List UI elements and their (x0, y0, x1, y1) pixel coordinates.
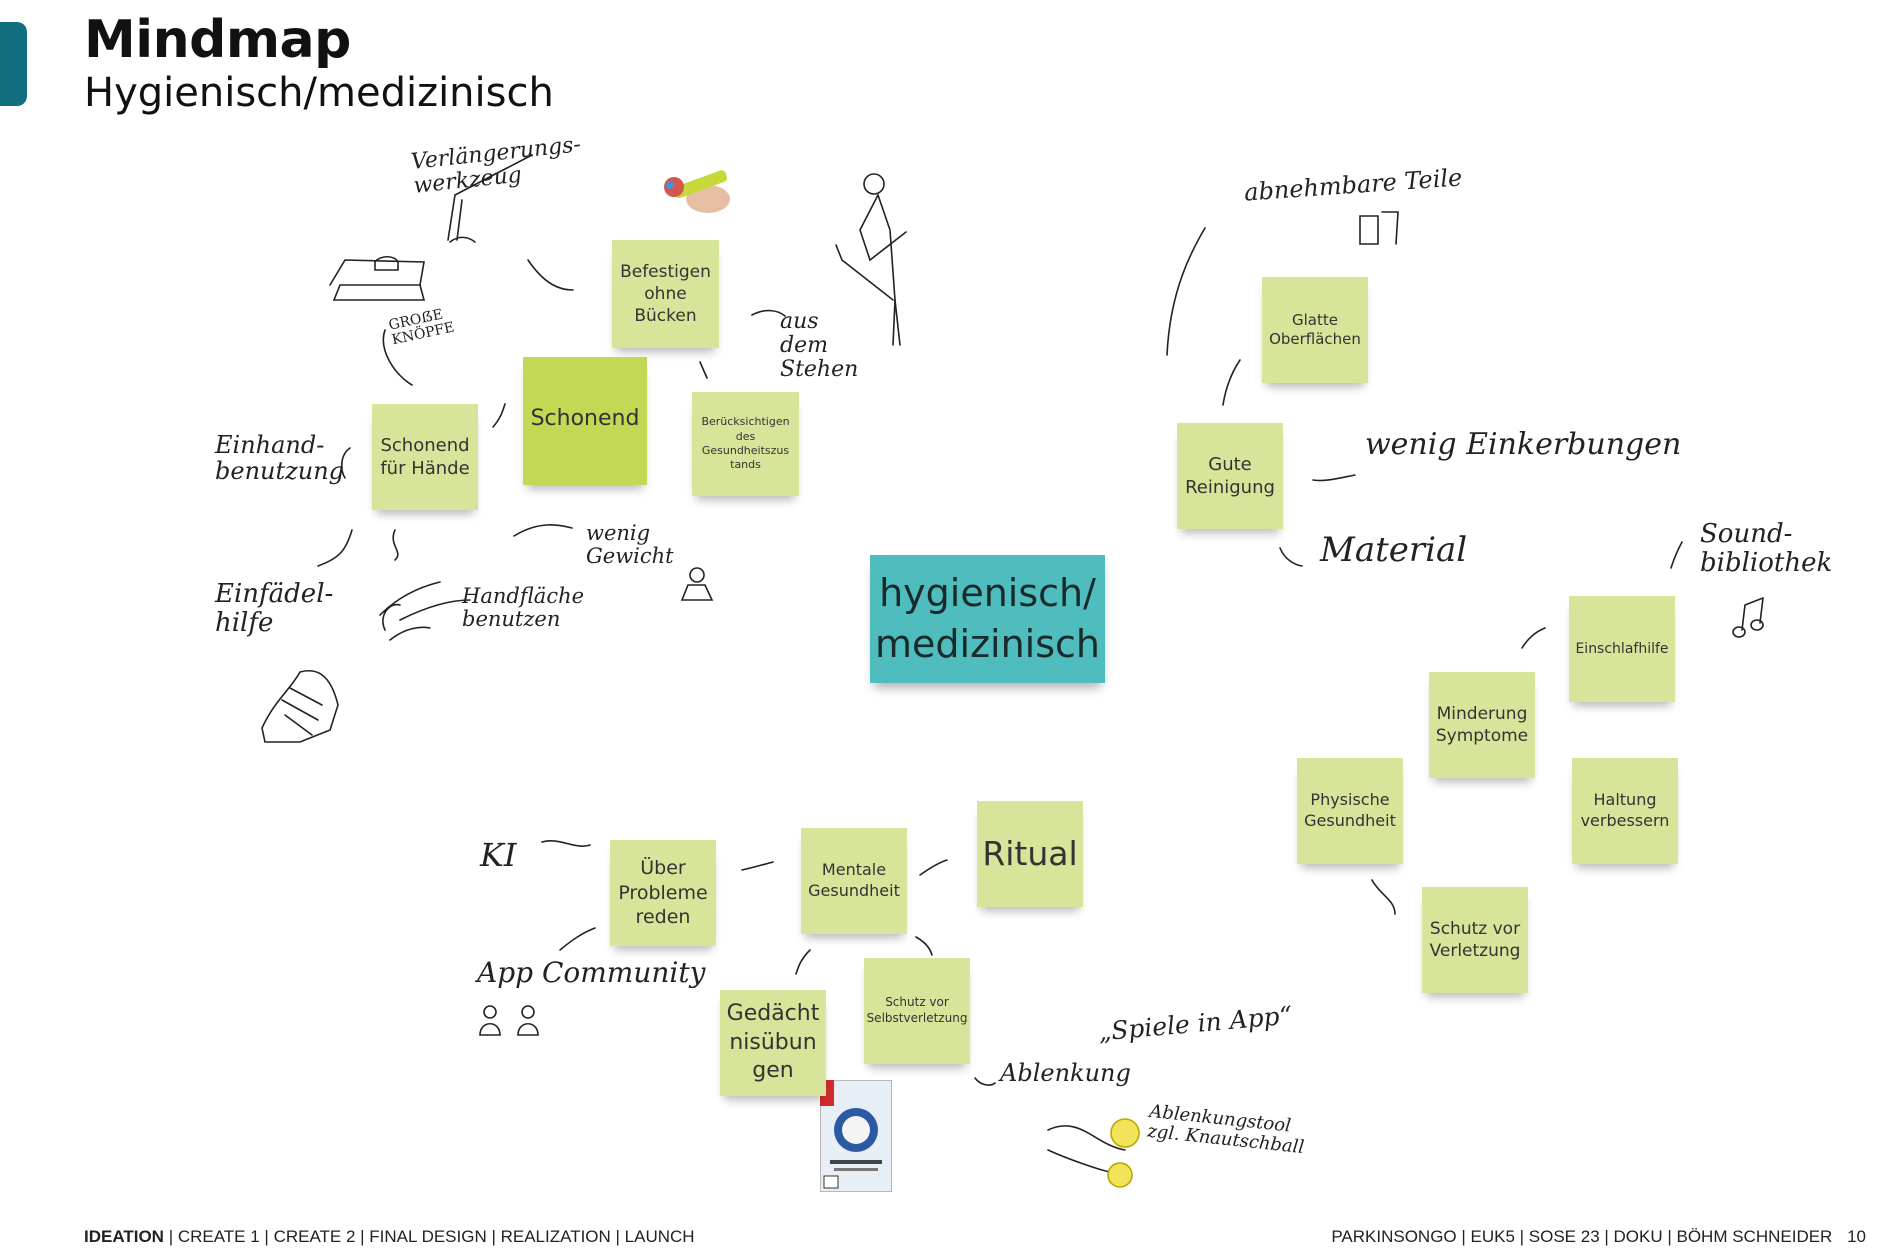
note-physische-gesundheit: Physische Gesundheit (1297, 758, 1403, 864)
note-ueber-probleme-reden: Über Probleme reden (610, 840, 716, 946)
annotation-einhandbenutzung: Einhand- benutzung (215, 431, 345, 486)
note-befestigen: Befestigen ohne Bücken (612, 240, 719, 348)
note-schonend: Schonend (523, 357, 647, 485)
note-ritual: Ritual (977, 801, 1083, 907)
note-minderung-symptome: Minderung Symptome (1429, 672, 1535, 778)
footer-meta: PARKINSONGO | EUK5 | SOSE 23 | DOKU | BÖ… (1331, 1227, 1866, 1247)
footer-active-phase: IDEATION (84, 1227, 164, 1246)
note-gute-reinigung: Gute Reinigung (1177, 423, 1283, 529)
annotation-wenig-einkerbungen: wenig Einkerbungen (1365, 427, 1682, 462)
footer-project-info: PARKINSONGO | EUK5 | SOSE 23 | DOKU | BÖ… (1331, 1227, 1833, 1246)
annotation-wenig-gewicht: wenig Gewicht (586, 521, 674, 569)
section-accent-tab (0, 22, 27, 106)
note-schutz-vor-selbstverletzung: Schutz vor Selbstverletzung (864, 958, 970, 1064)
wrist-strap-photo (658, 167, 733, 222)
game-cover-photo (819, 1079, 893, 1193)
note-glatte-oberflaechen: Glatte Oberflächen (1262, 277, 1368, 383)
note-schonend-fuer-haende: Schonend für Hände (372, 404, 478, 510)
annotation-material: Material (1320, 530, 1468, 570)
page-title: Mindmap (84, 10, 351, 70)
annotation-app-community: App Community (477, 956, 706, 989)
annotation-einfaedelhilfe: Einfädel- hilfe (215, 579, 334, 638)
note-schutz-vor-verletzung: Schutz vor Verletzung (1422, 887, 1528, 993)
footer-navigation: IDEATION | CREATE 1 | CREATE 2 | FINAL D… (84, 1227, 695, 1247)
page-subtitle: Hygienisch/medizinisch (84, 70, 554, 116)
note-beruecksichtigen: Berücksichtigen des Gesundheitszus tands (692, 392, 799, 496)
annotation-aus-dem-stehen: aus dem Stehen (780, 309, 859, 383)
note-haltung-verbessern: Haltung verbessern (1572, 758, 1678, 864)
annotation-ablenkung: Ablenkung (1000, 1059, 1131, 1087)
note-gedaechtnisuebungen: Gedächt nisübun gen (720, 990, 826, 1096)
annotation-handflaeche-benutzen: Handfläche benutzen (462, 584, 585, 632)
annotation-soundbibliothek: Sound- bibliothek (1700, 519, 1833, 578)
center-topic-note: hygienisch/ medizinisch (870, 555, 1105, 683)
page-number: 10 (1847, 1227, 1866, 1246)
footer-phases: | CREATE 1 | CREATE 2 | FINAL DESIGN | R… (163, 1227, 695, 1246)
note-mentale-gesundheit: Mentale Gesundheit (801, 828, 907, 934)
note-einschlafhilfe: Einschlafhilfe (1569, 596, 1675, 702)
annotation-ki: KI (480, 836, 517, 874)
